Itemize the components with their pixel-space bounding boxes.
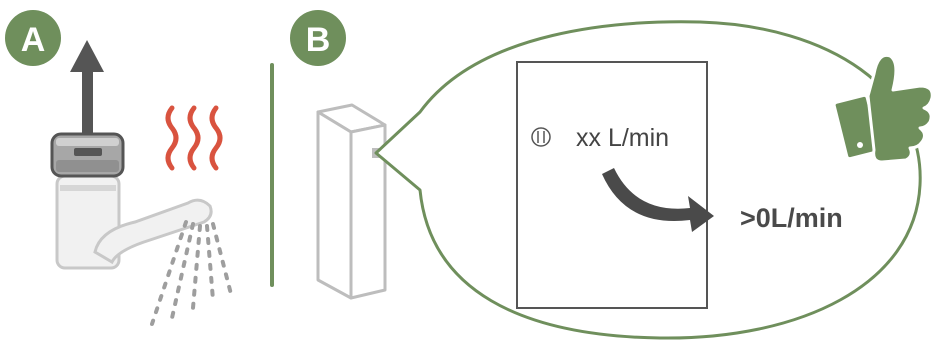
flow-meter-icon bbox=[531, 127, 551, 147]
arrow-up-icon bbox=[70, 40, 104, 134]
thumbs-up-icon bbox=[832, 53, 934, 164]
step-a-badge: A bbox=[5, 10, 61, 66]
water-spray-icon bbox=[150, 220, 233, 326]
faucet-icon bbox=[50, 132, 213, 270]
target-flow-reading: >0L/min bbox=[740, 203, 843, 233]
current-flow-reading: xx L/min bbox=[576, 124, 669, 152]
step-b-label: B bbox=[306, 21, 331, 59]
water-meter-icon bbox=[316, 103, 387, 300]
step-a-label: A bbox=[21, 21, 46, 59]
heat-waves-icon bbox=[165, 105, 223, 171]
step-b-badge: B bbox=[290, 10, 346, 66]
curved-arrow-icon bbox=[602, 168, 714, 232]
